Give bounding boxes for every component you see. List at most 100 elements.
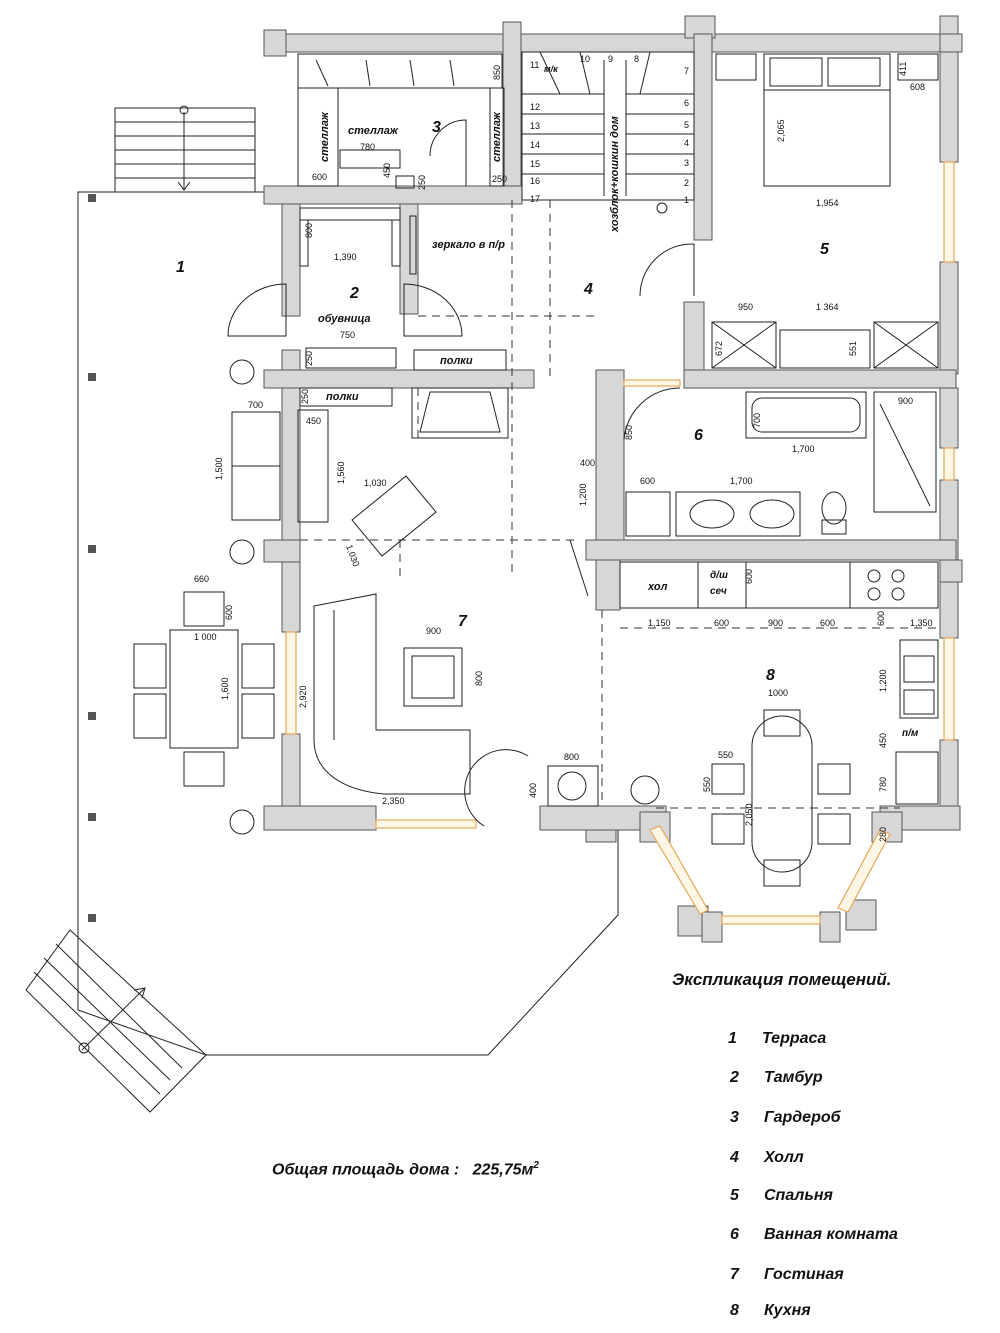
hall-dashes xyxy=(300,200,940,809)
room-number-5: 5 xyxy=(820,241,830,258)
step-number: 8 xyxy=(634,54,639,64)
plants xyxy=(229,359,660,835)
dimension-label: 400 xyxy=(528,783,538,798)
dimension-label: 400 xyxy=(580,458,595,468)
step-number: 13 xyxy=(530,121,540,131)
label-shelf-rack-3: стеллаж xyxy=(491,111,503,162)
dimension-label: 900 xyxy=(768,618,783,628)
dimension-label: 280 xyxy=(878,827,888,842)
dimension-label: 600 xyxy=(714,618,729,628)
label-mirror: зеркало в п/р xyxy=(432,239,505,251)
kitchen xyxy=(569,539,939,887)
dimension-label: 672 xyxy=(714,341,724,356)
dimension-label: 450 xyxy=(878,733,888,748)
dimension-label: 700 xyxy=(752,413,762,428)
top-steps xyxy=(114,105,256,193)
room-numbers: 1 2 3 4 5 6 7 8 xyxy=(176,119,830,684)
step-number: 14 xyxy=(530,140,540,150)
terrace-dining xyxy=(133,591,275,787)
step-number: 5 xyxy=(684,120,689,130)
dimension-label: 250 xyxy=(300,389,310,404)
dimension-label: 660 xyxy=(194,574,209,584)
area-labels: стеллаж стеллаж стеллаж зеркало в п/р об… xyxy=(318,64,919,739)
dimension-label: 2,920 xyxy=(298,685,308,708)
dimension-label: 600 xyxy=(312,172,327,182)
dimension-label: 750 xyxy=(340,330,355,340)
label-utility: хозблок+кошкин дом xyxy=(609,116,621,233)
dimension-label: 1,560 xyxy=(336,461,346,484)
step-number: 16 xyxy=(530,176,540,186)
living-room xyxy=(231,387,529,827)
dimension-label: 780 xyxy=(878,777,888,792)
dimension-label: 780 xyxy=(360,142,375,152)
step-number: 2 xyxy=(684,178,689,188)
step-number: 3 xyxy=(684,158,689,168)
bottom-steps xyxy=(25,929,207,1113)
wardrobe-area xyxy=(297,53,505,189)
dimension-label: 550 xyxy=(718,750,733,760)
dimension-label: 600 xyxy=(744,569,754,584)
staircase xyxy=(521,51,695,214)
stair-step-numbers: 1 2 3 4 5 6 7 8 9 10 11 12 13 14 15 16 1… xyxy=(530,54,689,205)
step-number: 11 xyxy=(530,60,539,70)
dimension-label: 1,150 xyxy=(648,618,671,628)
room-number-6: 6 xyxy=(694,427,703,444)
dimension-label: 850 xyxy=(624,425,634,440)
dimension-label: 250 xyxy=(304,351,314,366)
dimension-label: 2,065 xyxy=(776,119,786,142)
dimension-label: 550 xyxy=(702,777,712,792)
dimension-label: 250 xyxy=(417,175,427,190)
dimension-label: 1,500 xyxy=(214,457,224,480)
dimension-label: 250 xyxy=(492,174,507,184)
step-number: 15 xyxy=(530,159,540,169)
step-number: 10 xyxy=(580,54,590,64)
dimension-label: 850 xyxy=(492,65,502,80)
dimension-label: 2,050 xyxy=(744,803,754,826)
dimension-label: 1,954 xyxy=(816,198,839,208)
step-number: 6 xyxy=(684,98,689,108)
dimension-label: 1 000 xyxy=(194,632,217,642)
dimension-label: 411 xyxy=(898,62,908,76)
dimension-label: 1,350 xyxy=(910,618,933,628)
dimension-label: 700 xyxy=(248,400,263,410)
dimension-label: 600 xyxy=(224,605,234,620)
dimension-label: 1,200 xyxy=(878,669,888,692)
dimension-label: 800 xyxy=(304,223,314,238)
step-number: 4 xyxy=(684,138,689,148)
bathroom xyxy=(623,387,937,537)
room-number-3: 3 xyxy=(432,119,441,136)
label-toilet: м/к xyxy=(544,64,558,74)
dimension-label: 600 xyxy=(876,611,886,626)
dimension-label: 800 xyxy=(474,671,484,686)
room-number-4: 4 xyxy=(583,281,593,298)
vestibule xyxy=(227,207,507,371)
step-number: 7 xyxy=(684,66,689,76)
room-number-2: 2 xyxy=(349,285,359,302)
dimension-label: 608 xyxy=(910,82,925,92)
dimension-label: 1,030 xyxy=(364,478,387,488)
dimension-label: 450 xyxy=(306,416,321,426)
label-microwave: п/м xyxy=(902,728,919,739)
label-shelves-2: полки xyxy=(326,391,359,403)
windows xyxy=(285,161,955,925)
dimension-label: 1,700 xyxy=(730,476,753,486)
dimension-label: 1 364 xyxy=(816,302,839,312)
room-number-7: 7 xyxy=(458,613,468,630)
step-number: 17 xyxy=(530,194,540,204)
room-number-8: 8 xyxy=(766,667,775,684)
dimension-label: 1000 xyxy=(768,688,788,698)
dimension-label: 1,600 xyxy=(220,677,230,700)
dimension-label: 950 xyxy=(738,302,753,312)
label-shelves-1: полки xyxy=(440,355,473,367)
label-shoe-rack: обувница xyxy=(318,313,370,325)
step-number: 12 xyxy=(530,102,540,112)
dimension-label: 1,390 xyxy=(334,252,357,262)
dimension-label: 600 xyxy=(820,618,835,628)
room-number-1: 1 xyxy=(176,259,185,276)
dimension-label: 800 xyxy=(564,752,579,762)
dimension-labels: 780 600 450 250 250 850 2,065 411 608 1,… xyxy=(194,62,933,842)
dimension-label: 600 xyxy=(640,476,655,486)
dimension-label: 2,350 xyxy=(382,796,405,806)
dimension-label: 1,700 xyxy=(792,444,815,454)
